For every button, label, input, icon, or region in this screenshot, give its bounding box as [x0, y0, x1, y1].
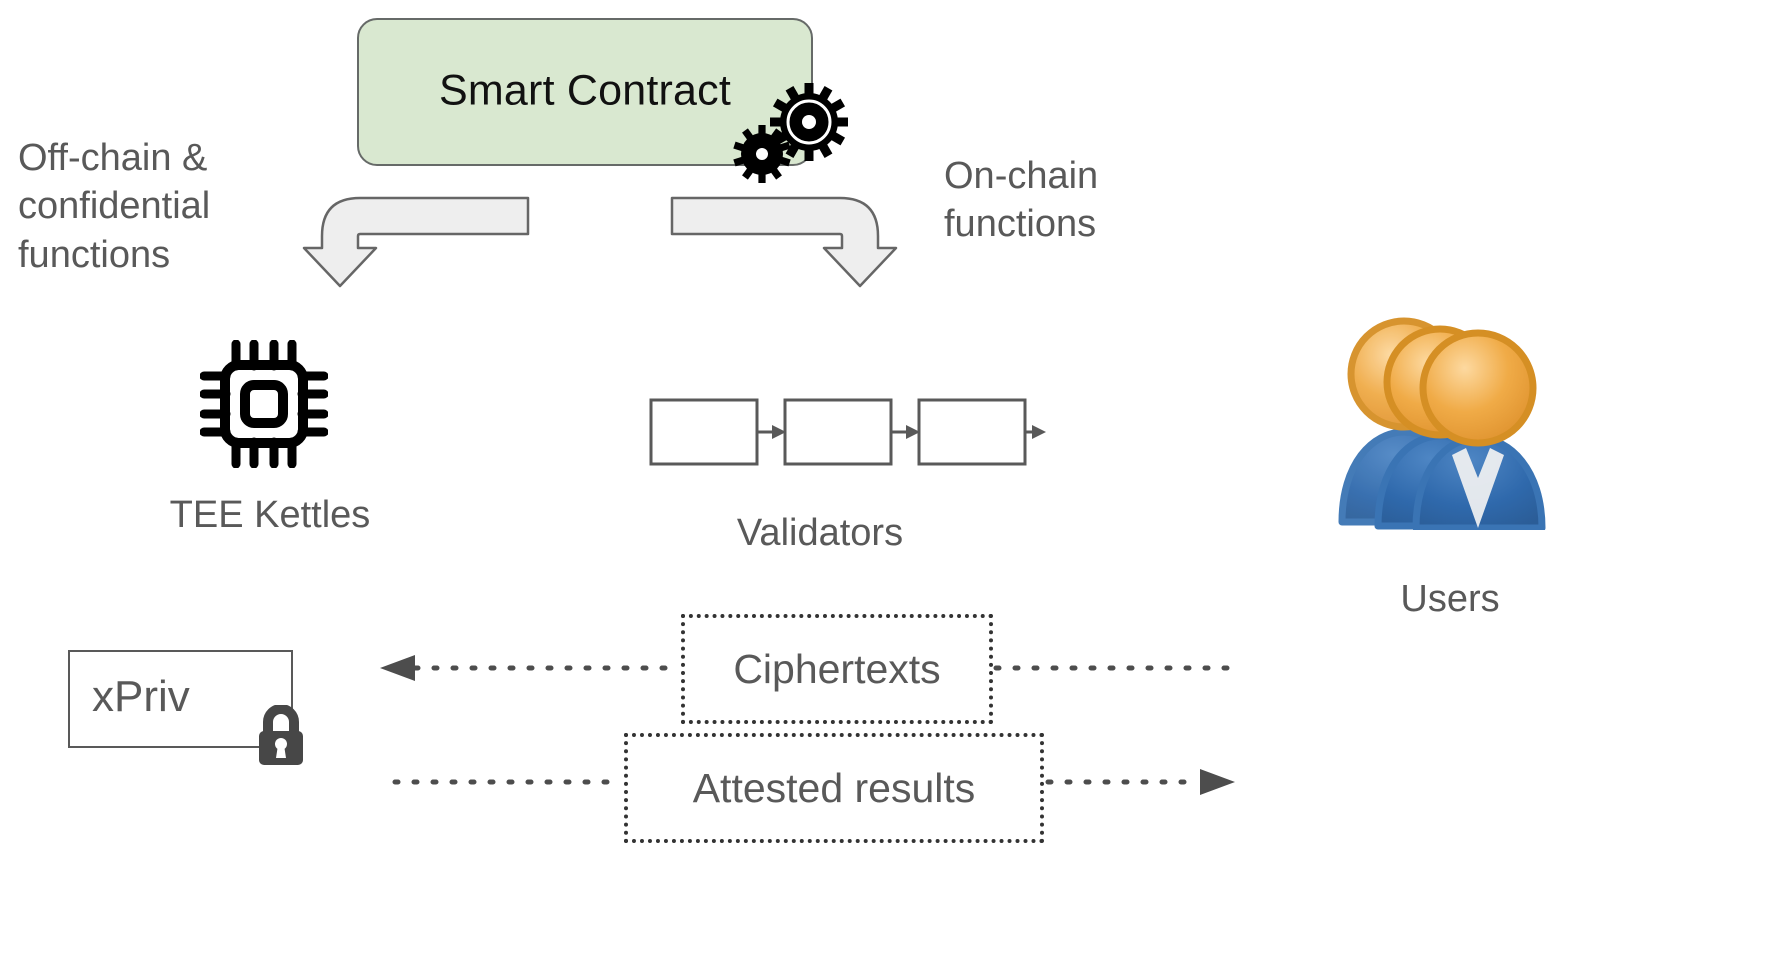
smart-contract-box: Smart Contract	[357, 18, 813, 166]
xpriv-label: xPriv	[92, 672, 190, 721]
attested-results-flow-label: Attested results	[624, 733, 1044, 843]
attested-results-label: Attested results	[692, 764, 976, 811]
ciphertexts-flow-label: Ciphertexts	[681, 614, 993, 724]
offchain-line-1: Off-chain &	[18, 137, 208, 179]
ciphertexts-line	[380, 655, 1238, 681]
users-group-icon	[1330, 300, 1570, 532]
padlock-icon	[255, 704, 307, 767]
offchain-functions-label: Off-chain & confidential functions	[18, 134, 318, 279]
onchain-line-1: On-chain	[944, 155, 1099, 197]
cpu-chip-icon	[199, 339, 329, 469]
offchain-bent-arrow-icon	[300, 186, 540, 296]
attested-results-line	[392, 769, 1235, 795]
xpriv-box: xPriv	[68, 650, 293, 748]
users-label: Users	[1400, 578, 1500, 620]
blockchain-blocks-icon	[648, 380, 1048, 468]
offchain-line-2: confidential	[18, 185, 211, 228]
offchain-line-3: functions	[18, 233, 171, 276]
smart-contract-label: Smart Contract	[439, 66, 731, 115]
validators-label: Validators	[736, 512, 904, 554]
flow-connectors	[0, 600, 1790, 880]
onchain-line-2: functions	[944, 203, 1097, 246]
onchain-functions-label: On-chain functions	[944, 152, 1274, 249]
tee-kettles-label: TEE Kettles	[169, 494, 371, 536]
gears-icon	[727, 82, 857, 192]
ciphertexts-label: Ciphertexts	[733, 645, 941, 692]
onchain-bent-arrow-icon	[660, 186, 900, 296]
